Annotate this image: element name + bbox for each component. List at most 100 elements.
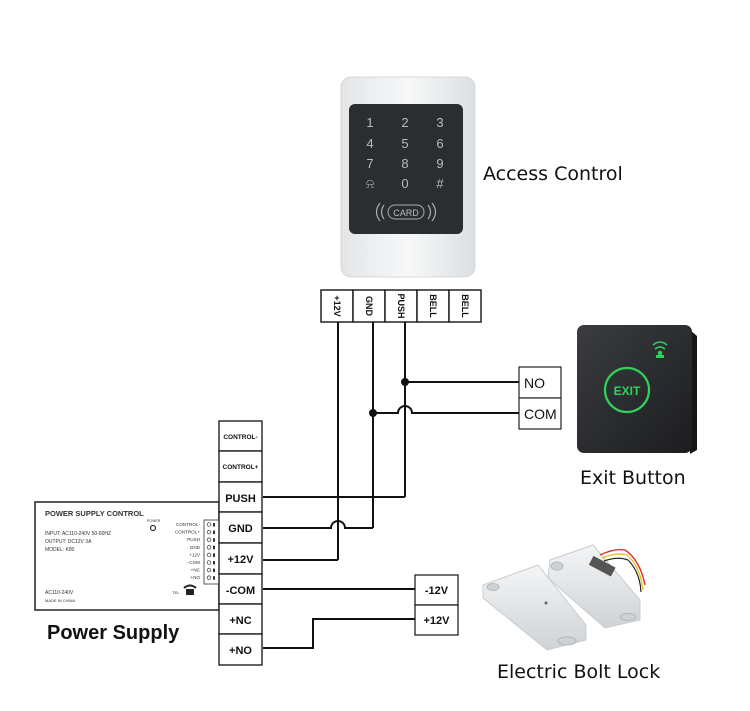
- access-terminal-label: BELL: [460, 294, 470, 318]
- access-terminal-cell: [416, 289, 450, 323]
- keypad-key-6[interactable]: 6: [436, 136, 443, 151]
- access-control-label: Access Control: [483, 163, 623, 185]
- keypad-key-bell[interactable]: ⍾: [366, 176, 375, 191]
- access-terminal-cell: [352, 289, 386, 323]
- exit-button-terminal-block: NO COM: [518, 366, 562, 430]
- screw-slot: [213, 561, 215, 565]
- exit-terminal-cell: [518, 366, 562, 399]
- exit-button-label: Exit Button: [580, 467, 686, 489]
- psu-pin-label: +12V: [189, 552, 201, 557]
- psu-screws: [206, 522, 215, 580]
- screw-slot: [213, 553, 215, 557]
- psu-pin-label: PUSH: [187, 537, 200, 542]
- screw-slot: [213, 545, 215, 550]
- lock-terminal-label: +12V: [424, 615, 451, 627]
- screw-icon: [206, 560, 212, 565]
- psu-terminal-com: -COM: [226, 585, 255, 597]
- psu-terminal-strip: [203, 519, 220, 585]
- psu-pin-label: GND: [190, 545, 201, 550]
- exit-ring: [603, 366, 651, 414]
- access-terminal-cell: [320, 289, 354, 323]
- keypad-keys: 1 2 3 4 5 6 7 8 9 ⍾ 0 #: [366, 115, 445, 191]
- psu-made: MADE IN CHINA: [45, 598, 76, 603]
- wire-no-to-lock-pos: [263, 618, 415, 649]
- bolt-label-plate: [588, 555, 616, 577]
- psu-terminal-12v: +12V: [228, 554, 255, 566]
- keypad-key-4[interactable]: 4: [366, 136, 373, 151]
- wires: [263, 322, 520, 649]
- psu-pin-label: CONTROL-: [176, 522, 200, 527]
- power-supply-label: Power Supply: [47, 622, 180, 644]
- access-terminal-label: PUSH: [396, 293, 406, 318]
- screw-icon: [206, 545, 212, 550]
- psu-input: INPUT: AC110-240V 50-60HZ: [45, 531, 111, 537]
- psu-ac: AC110-240V: [45, 590, 74, 596]
- psu-title: POWER SUPPLY CONTROL: [45, 509, 144, 518]
- psu-pin-label: +NO: [190, 575, 200, 580]
- lock-terminal-label: -12V: [425, 585, 449, 597]
- access-terminal-cell: [384, 289, 418, 323]
- psu-terminal-cell: [218, 481, 263, 513]
- exit-terminal-no: NO: [524, 375, 545, 391]
- electric-bolt-lock-label: Electric Bolt Lock: [497, 661, 660, 683]
- electric-bolt-lock: [482, 544, 646, 651]
- lock-terminal-block: -12V +12V: [414, 574, 459, 636]
- keypad-key-3[interactable]: 3: [436, 115, 443, 130]
- power-led-icon: [149, 524, 157, 532]
- power-supply-board: POWER SUPPLY CONTROL INPUT: AC110-240V 5…: [34, 501, 220, 611]
- keypad-key-0[interactable]: 0: [401, 176, 408, 191]
- exit-terminal-cell: [518, 397, 562, 430]
- psu-terminal-cell: [218, 633, 263, 666]
- psu-pin-label: +NC: [191, 568, 201, 573]
- keypad-key-2[interactable]: 2: [401, 115, 408, 130]
- wireless-icon: [652, 341, 668, 358]
- psu-terminal-cell: [218, 450, 263, 483]
- junction-dot-gnd: [369, 409, 377, 417]
- psu-terminal-no: +NO: [229, 645, 252, 657]
- psu-terminal-push: PUSH: [225, 493, 256, 505]
- telephone-icon: [183, 584, 197, 595]
- wire-psu-gnd: [263, 520, 373, 529]
- exit-terminal-com: COM: [524, 406, 557, 422]
- psu-pin-label: -COM: [188, 560, 200, 565]
- psu-terminal-control: CONTROL-: [223, 434, 257, 441]
- keypad-key-7[interactable]: 7: [366, 156, 373, 171]
- screw-icon: [206, 522, 212, 527]
- psu-terminal-nc: +NC: [229, 615, 251, 627]
- lock-terminal-cell: [414, 604, 459, 636]
- card-reader-icon: CARD: [375, 202, 437, 222]
- lock-terminal-cell: [414, 574, 459, 606]
- lock-black-wire: [603, 557, 642, 593]
- psu-power-label: POWER: [147, 519, 161, 523]
- screw-icon: [206, 567, 212, 573]
- keypad-key-1[interactable]: 1: [366, 115, 373, 130]
- psu-terminal-control: CONTROL+: [223, 464, 259, 471]
- psu-pin-label: CONTROL+: [175, 530, 200, 535]
- psu-terminal-cell: [218, 603, 263, 635]
- access-terminal-label: GND: [364, 296, 374, 317]
- keypad-key-9[interactable]: 9: [436, 156, 443, 171]
- psu-terminal-cell: [218, 420, 263, 452]
- exit-face-label: EXIT: [614, 384, 641, 398]
- access-terminal-cell: [448, 289, 482, 323]
- screw-slot: [213, 568, 215, 573]
- screw-slot: [213, 538, 215, 542]
- screw-icon: [206, 552, 212, 558]
- exit-button-device: EXIT: [577, 325, 697, 454]
- card-label: CARD: [393, 208, 419, 218]
- keypad-key-5[interactable]: 5: [401, 136, 408, 151]
- psu-model: MODEL: K80: [45, 547, 75, 553]
- access-control-terminal-block: +12V GND PUSH BELL BELL: [320, 289, 482, 323]
- access-terminal-label: BELL: [428, 294, 438, 318]
- keypad-key-hash[interactable]: #: [436, 176, 444, 191]
- lock-red-wire: [599, 548, 646, 586]
- access-terminal-label: +12V: [332, 295, 342, 316]
- keypad-key-8[interactable]: 8: [401, 156, 408, 171]
- access-control-device: 1 2 3 4 5 6 7 8 9 ⍾ 0 # CARD: [340, 76, 476, 278]
- keypad-face: [349, 104, 463, 234]
- wire-gnd-to-com: [373, 405, 520, 414]
- psu-tel-label: TEL: [172, 590, 180, 595]
- screw-slot: [213, 523, 215, 527]
